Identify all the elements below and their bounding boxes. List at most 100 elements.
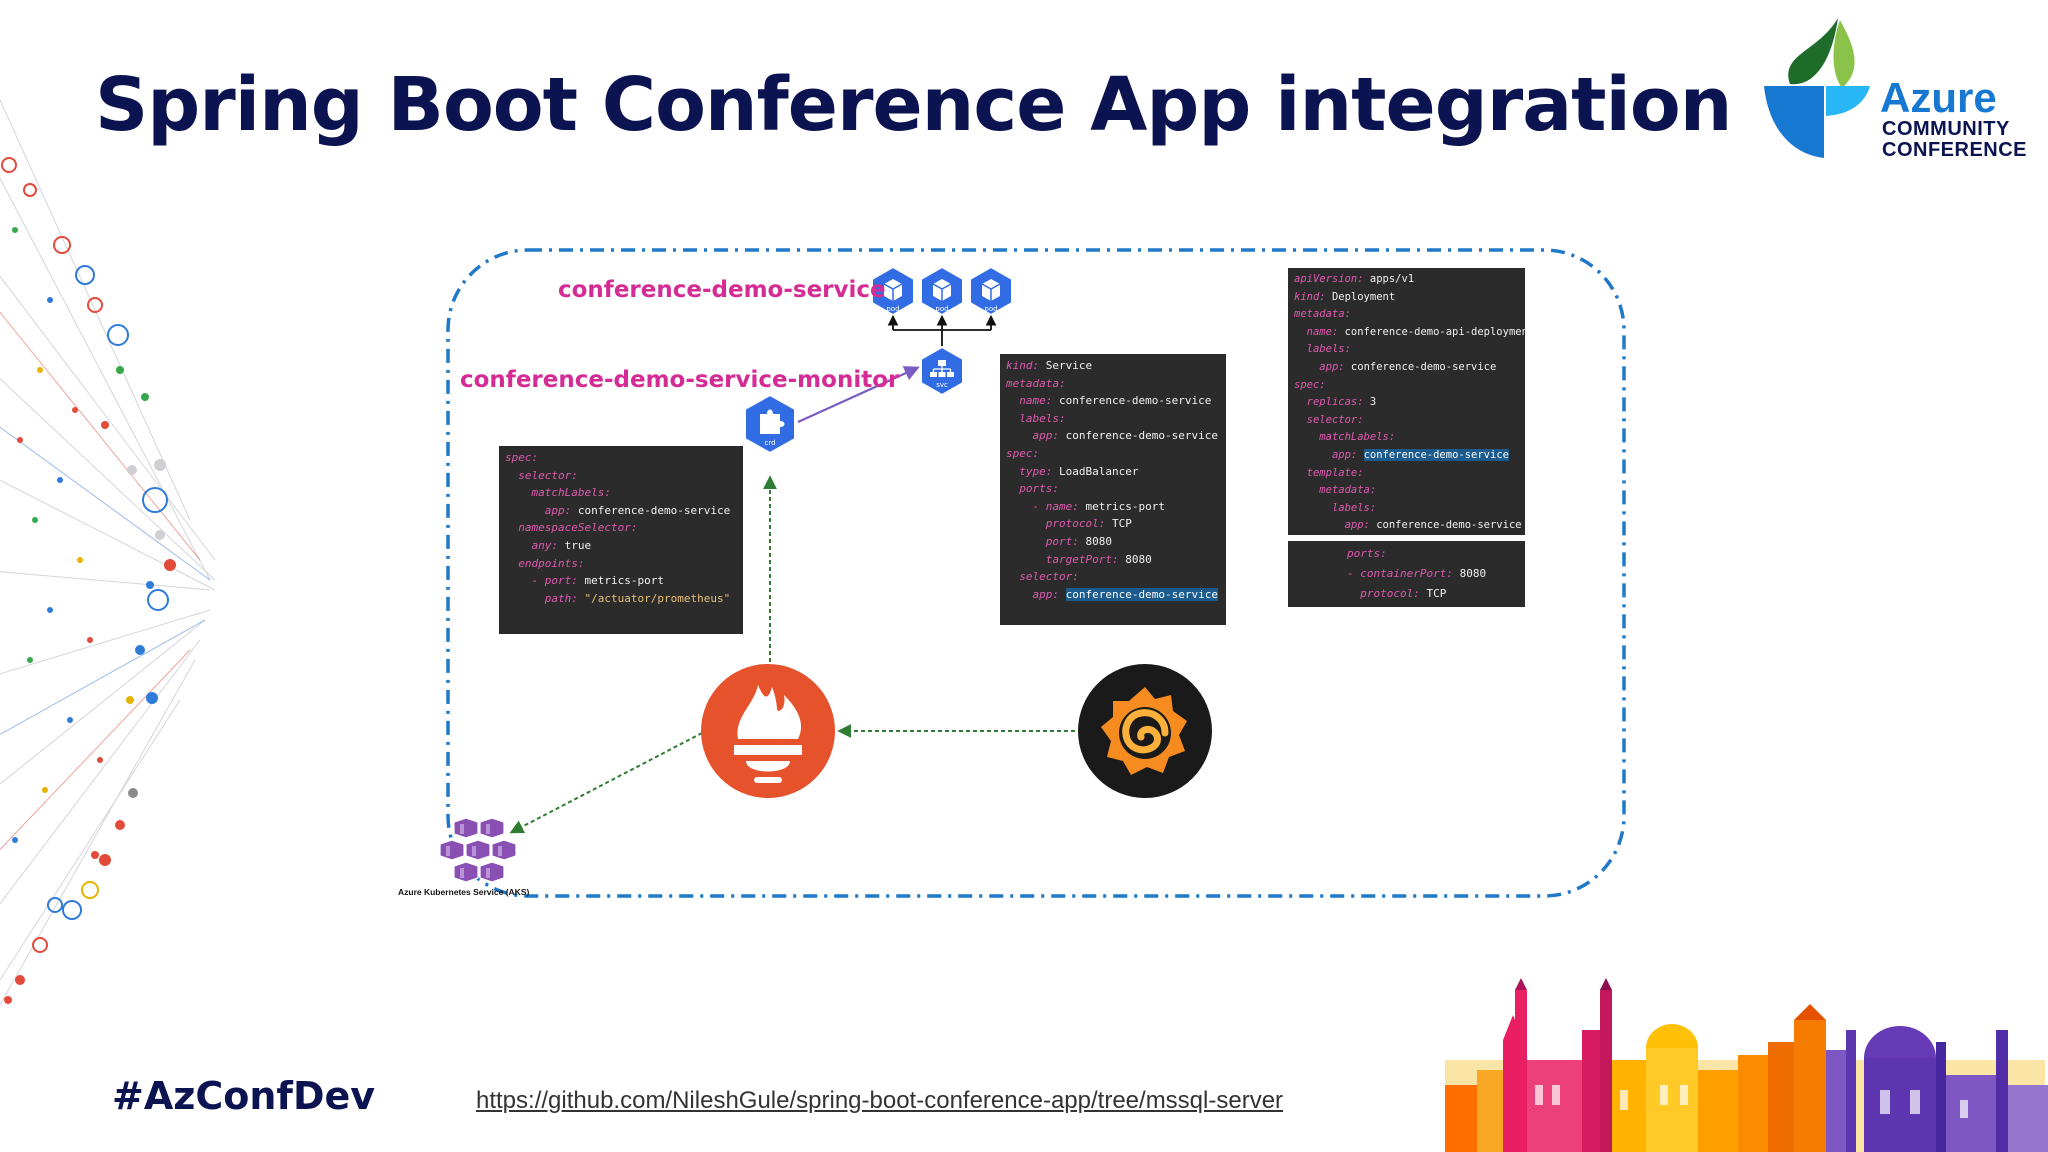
code-key: app: [1331,448,1358,461]
service-monitor-yaml: spec: selector: matchLabels: app: confer… [499,446,743,634]
code-key: - port: [531,574,578,588]
code-line: endpoints: [505,555,737,573]
code-key: - name: [1032,499,1079,513]
code-key: replicas: [1306,396,1364,409]
azure-community-conference-logo [1764,18,1870,158]
code-value: conference-demo-service [577,503,731,517]
code-key: app: [1344,519,1370,532]
code-line: spec: [505,449,737,467]
code-key: any: [531,538,559,552]
code-value: 8080 [1125,552,1152,566]
code-value: LoadBalancer [1059,464,1139,478]
code-value: conference-demo-service [1350,360,1497,373]
pod-icon-label: pod [935,305,948,313]
code-key: selector: [518,468,578,482]
pod-icon: pod [969,265,1013,317]
code-line: app: conference-demo-service [505,502,737,520]
code-line: path: "/actuator/prometheus" [505,590,737,608]
code-line: metadata: [1294,306,1519,324]
code-key: kind: [1294,290,1326,303]
code-line: labels: [1294,500,1519,518]
code-line: ports: [1294,544,1519,564]
code-line: labels: [1294,341,1519,359]
code-key: labels: [1331,501,1377,514]
code-line: - containerPort: 8080 [1294,564,1519,584]
code-line: metadata: [1294,482,1519,500]
code-key: spec: [505,451,539,464]
code-value: conference-demo-api-deployment [1344,325,1525,338]
pod-icon-label: pod [984,305,997,313]
code-key: app: [1319,360,1345,373]
code-key: port: [1045,534,1079,548]
logo-community-text: COMMUNITY [1882,118,2010,140]
pod-icon: pod [920,265,964,317]
service-label: conference-demo-service [558,277,886,303]
cluster-boundary [446,248,1626,898]
code-key: app: [544,503,572,517]
code-line: namespaceSelector: [505,519,737,537]
code-value: "/actuator/prometheus" [584,591,731,605]
service-monitor-label: conference-demo-service-monitor [460,367,900,393]
code-line: selector: [505,467,737,485]
github-repo-link[interactable]: https://github.com/NileshGule/spring-boo… [476,1087,1284,1114]
code-key: namespaceSelector: [518,521,638,535]
monitor-to-service-arrow [797,366,920,424]
code-line: matchLabels: [505,484,737,502]
code-value: conference-demo-service [1059,394,1212,408]
prometheus-logo [701,664,835,798]
code-key: labels: [1306,343,1351,356]
particle-burst-decoration [0,99,216,1006]
service-icon-label: svc [936,381,948,389]
code-line: protocol: TCP [1294,584,1519,604]
code-line: ports: [1006,480,1220,498]
code-line: spec: [1006,445,1220,463]
code-key: ports: [1019,482,1059,496]
code-line: matchLabels: [1294,429,1519,447]
logo-leaf-light [1833,20,1855,88]
code-line: replicas: 3 [1294,394,1519,412]
logo-leaf-dark [1788,18,1838,85]
logo-azure-text: Azure [1880,74,1997,121]
code-key: spec: [1294,378,1326,391]
code-value: conference-demo-service [1065,429,1218,443]
code-line: spec: [1294,377,1519,395]
code-key: labels: [1019,411,1066,425]
code-key: app: [1032,429,1060,443]
service-icon: svc [920,345,964,397]
code-key: selector: [1306,413,1364,426]
code-key: ports: [1346,547,1387,560]
code-line: app: conference-demo-service [1294,517,1522,535]
code-key: type: [1019,464,1053,478]
code-key: app: [1032,587,1060,601]
code-value: 3 [1369,396,1377,409]
code-key: apiVersion: [1294,273,1364,285]
code-key: kind: [1006,359,1040,372]
slide-title: Spring Boot Conference App integration [95,62,1732,148]
aks-icon [439,817,517,883]
code-key: - containerPort: [1346,567,1453,580]
city-skyline-decoration [1445,978,2048,1152]
code-line: type: LoadBalancer [1006,463,1220,481]
code-key: protocol: [1045,517,1106,531]
aks-caption: Azure Kubernetes Service (AKS) [398,887,530,897]
code-line: port: 8080 [1006,533,1220,551]
code-line: protocol: TCP [1006,515,1220,533]
code-key: metadata: [1006,376,1066,390]
code-key: path: [544,591,578,605]
code-line: selector: [1006,568,1220,586]
code-key: endpoints: [518,556,585,570]
service-to-pods-connector [887,314,997,348]
code-line: labels: [1006,410,1220,428]
code-line: any: true [505,537,737,555]
code-line: name: conference-demo-api-deployment [1294,324,1525,342]
container-ports-yaml: ports: - containerPort: 8080 protocol: T… [1288,541,1525,607]
code-value: conference-demo-service [1376,519,1522,532]
code-value: metrics-port [584,574,664,588]
code-line: template: [1294,465,1519,483]
logo-shape-cyan [1826,86,1870,116]
code-value: Deployment [1331,290,1396,303]
